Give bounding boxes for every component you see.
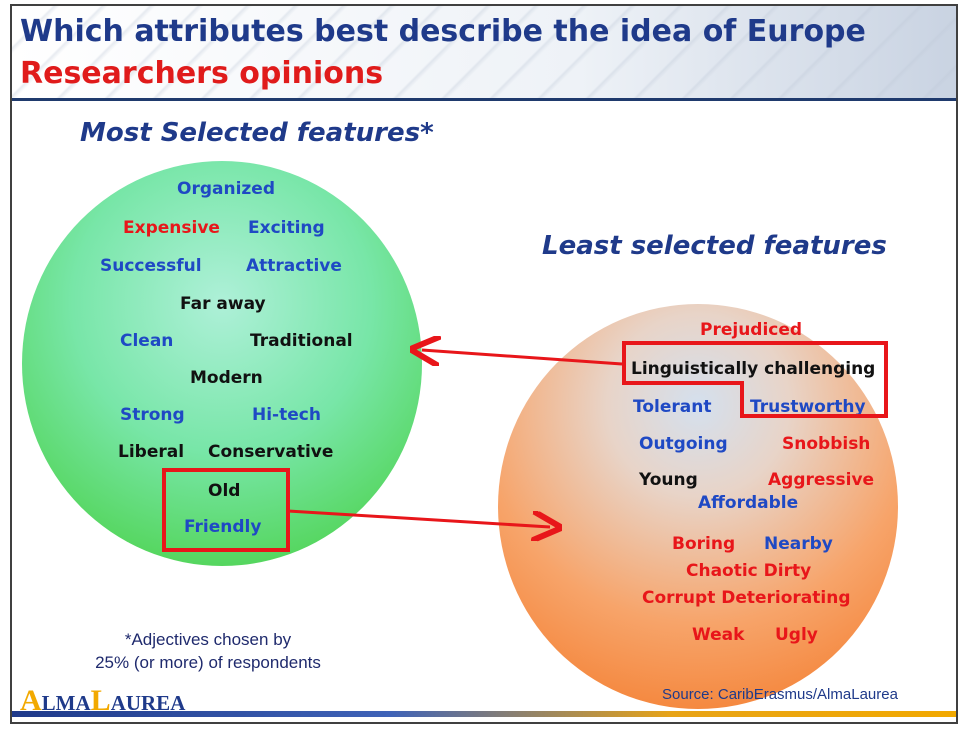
slide-subtitle: Researchers opinions (20, 56, 384, 91)
word-successful: Successful (100, 256, 202, 276)
word-linguistically-challenging: Linguistically challenging (631, 359, 876, 379)
source-credit: Source: CaribErasmus/AlmaLaurea (662, 686, 898, 703)
word-snobbish: Snobbish (782, 434, 871, 454)
least-selected-heading: Least selected features (542, 231, 887, 261)
word-exciting: Exciting (248, 218, 325, 238)
word-organized: Organized (177, 179, 275, 199)
most-selected-heading: Most Selected features* (80, 118, 434, 148)
word-expensive: Expensive (123, 218, 220, 238)
word-aggressive: Aggressive (768, 470, 875, 490)
footnote-line-1: *Adjectives chosen by (124, 630, 292, 649)
word-weak: Weak (692, 625, 745, 645)
word-conservative: Conservative (208, 442, 334, 462)
header-divider (12, 98, 956, 101)
word-boring: Boring (672, 534, 736, 554)
least-selected-circle (498, 304, 898, 709)
footnote-line-2: 25% (or more) of respondents (95, 653, 321, 672)
footnote: *Adjectives chosen by 25% (or more) of r… (78, 628, 338, 674)
word-ugly: Ugly (775, 625, 818, 645)
linguistic-trustworthy-highlight-box (622, 341, 888, 418)
slide-title: Which attributes best describe the idea … (20, 14, 866, 49)
word-tolerant: Tolerant (633, 397, 712, 417)
most-selected-circle (22, 161, 422, 566)
almalaurea-logo: ALMALAUREA (20, 684, 186, 717)
footer-divider (12, 711, 956, 717)
word-old: Old (208, 481, 241, 501)
old-friendly-highlight-box (162, 468, 290, 552)
header-band: Which attributes best describe the idea … (12, 6, 956, 98)
word-nearby: Nearby (764, 534, 833, 554)
word-corrupt-deteriorating: Corrupt Deteriorating (642, 588, 851, 608)
word-chaotic-dirty: Chaotic Dirty (686, 561, 812, 581)
highlight-overlay (162, 6, 888, 552)
word-hitech: Hi-tech (252, 405, 321, 425)
arrow-to-least-circle (287, 509, 550, 527)
word-strong: Strong (120, 405, 185, 425)
word-trustworthy: Trustworthy (750, 397, 866, 417)
word-attractive: Attractive (246, 256, 342, 276)
word-modern: Modern (190, 368, 263, 388)
word-young: Young (639, 470, 698, 490)
word-liberal: Liberal (118, 442, 185, 462)
word-outgoing: Outgoing (639, 434, 728, 454)
word-clean: Clean (120, 331, 174, 351)
word-prejudiced: Prejudiced (700, 320, 803, 340)
arrow-to-traditional (422, 350, 623, 364)
word-affordable: Affordable (698, 493, 799, 513)
slide: Which attributes best describe the idea … (10, 4, 958, 724)
word-far-away: Far away (180, 294, 266, 314)
word-friendly: Friendly (184, 517, 262, 537)
word-traditional: Traditional (250, 331, 353, 351)
